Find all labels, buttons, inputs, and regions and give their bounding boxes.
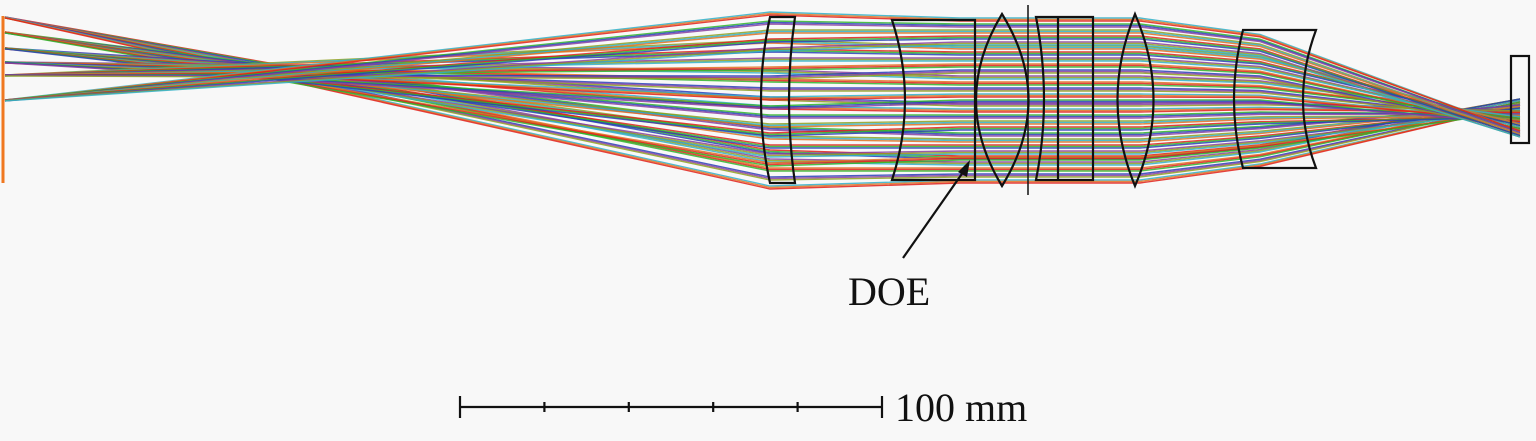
arrow-head-icon bbox=[958, 160, 970, 177]
ray bbox=[4, 30, 1521, 135]
lens-group bbox=[759, 5, 1531, 195]
ray bbox=[4, 48, 1521, 127]
ray bbox=[4, 29, 1521, 135]
lens-3-doe bbox=[974, 11, 1030, 189]
ray bbox=[4, 36, 1521, 137]
ray bbox=[4, 42, 1521, 138]
ray bbox=[4, 16, 1521, 189]
ray bbox=[4, 49, 1521, 127]
doe-pointer bbox=[902, 160, 970, 259]
ray bbox=[4, 31, 1521, 166]
ray bbox=[4, 16, 1521, 178]
ray bbox=[4, 32, 1521, 149]
lens-1 bbox=[759, 15, 797, 185]
ray bbox=[4, 16, 1521, 180]
ray bbox=[4, 31, 1521, 164]
lens-2 bbox=[890, 18, 977, 182]
lens-6 bbox=[1232, 28, 1318, 170]
ray bbox=[4, 21, 1521, 134]
ray bbox=[4, 41, 1521, 138]
ray bbox=[4, 31, 1521, 148]
ray bbox=[4, 32, 1521, 135]
ray bbox=[4, 17, 1521, 190]
ray bbox=[4, 31, 1521, 157]
ray bbox=[4, 38, 1521, 137]
image-window bbox=[1509, 54, 1531, 145]
scale-bar-label: 100 mm bbox=[895, 385, 1028, 430]
ray bbox=[4, 44, 1521, 138]
lens-5 bbox=[1116, 11, 1155, 189]
ray bbox=[4, 32, 1521, 167]
ray-fans bbox=[4, 11, 1521, 190]
ray bbox=[4, 31, 1521, 155]
ray bbox=[4, 17, 1521, 166]
ray bbox=[4, 14, 1521, 132]
ray bbox=[4, 35, 1521, 137]
scale-bar bbox=[458, 396, 884, 418]
doe-label: DOE bbox=[848, 269, 931, 314]
ray bbox=[4, 17, 1521, 172]
ray bbox=[4, 23, 1521, 134]
ray bbox=[4, 12, 1521, 132]
ray bbox=[4, 20, 1521, 134]
ray bbox=[4, 48, 1521, 137]
ray bbox=[4, 17, 1521, 181]
lens-4 bbox=[1034, 15, 1095, 182]
ray bbox=[4, 32, 1521, 158]
ray bbox=[4, 31, 1521, 146]
